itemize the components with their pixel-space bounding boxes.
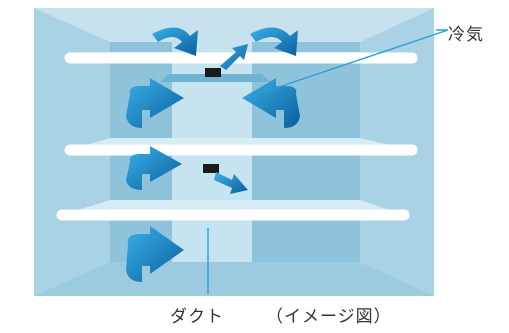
vent-icon (203, 164, 219, 173)
vent-icon (205, 68, 221, 77)
airflow-arrow-icon (126, 146, 182, 190)
airflow-arrow-icon (220, 44, 248, 70)
caption: ダクト （イメージ図） (170, 302, 392, 327)
airflow-arrow-icon (250, 27, 298, 56)
image-note-label: （イメージ図） (266, 307, 392, 327)
airflow-arrow-icon (126, 226, 184, 282)
cold-air-leader-line (263, 29, 449, 93)
airflow-arrow-icon (152, 27, 198, 56)
airflow-arrow-icon (126, 78, 184, 128)
ceiling (34, 8, 434, 42)
airflow-arrow-icon (242, 78, 300, 128)
duct-label: ダクト (170, 307, 224, 327)
cold-air-label: 冷気 (448, 25, 484, 45)
airflow-arrow-icon (214, 172, 248, 194)
vent-plate (160, 74, 270, 82)
